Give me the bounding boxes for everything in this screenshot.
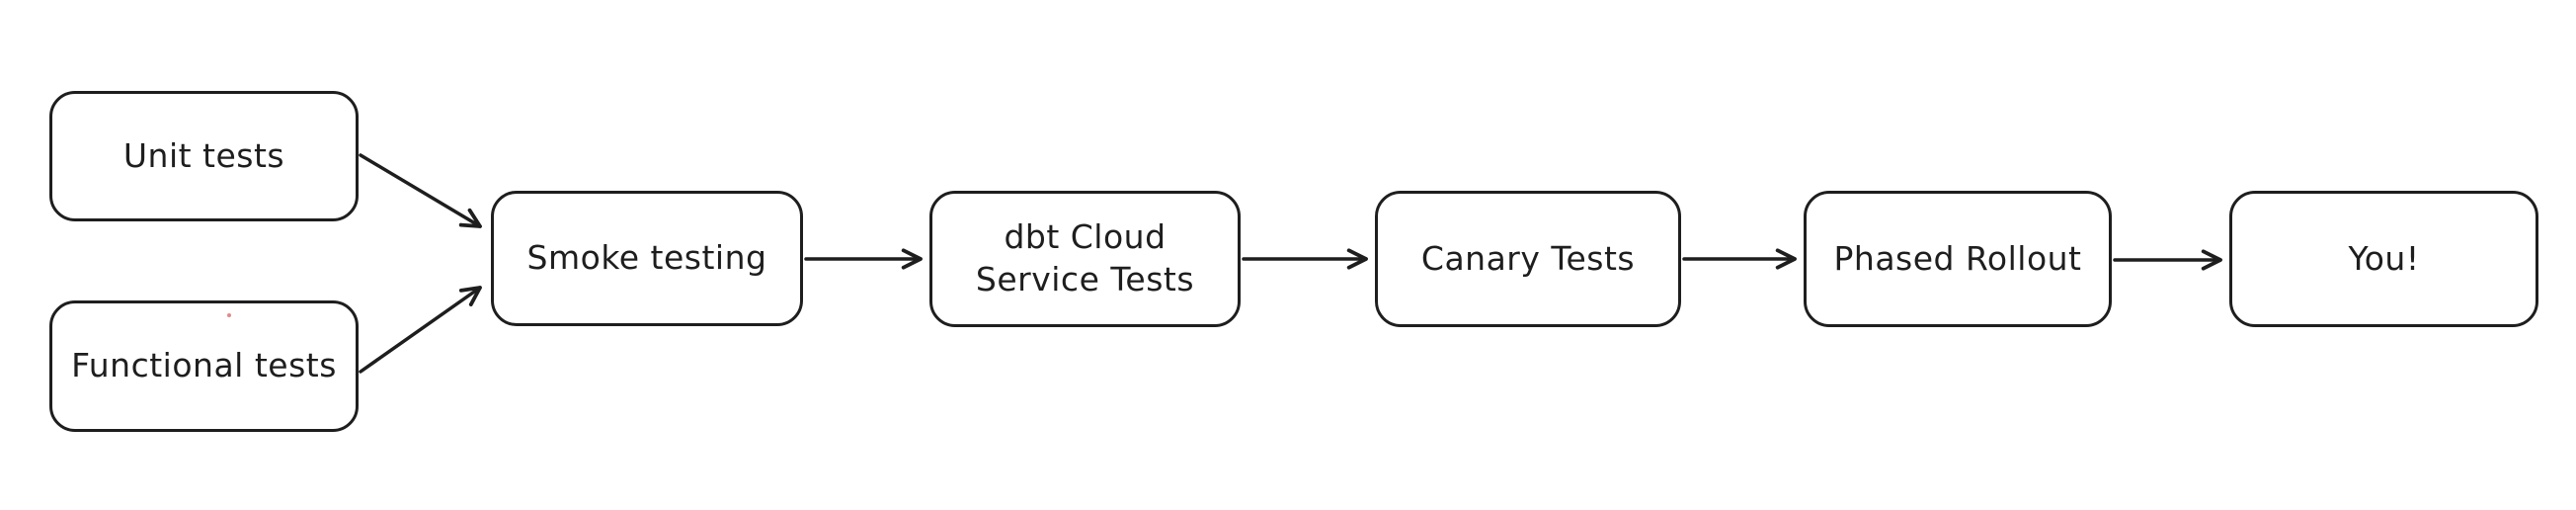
- node-dbt-cloud-service-tests-label: dbt Cloud Service Tests: [975, 217, 1195, 298]
- stray-red-dot: [227, 313, 231, 317]
- node-dbt-cloud-service-tests[interactable]: dbt Cloud Service Tests: [929, 191, 1241, 327]
- node-you-label: You!: [2348, 238, 2420, 278]
- node-functional-tests-label: Functional tests: [71, 346, 337, 385]
- node-smoke-testing-label: Smoke testing: [526, 238, 767, 278]
- node-unit-tests-label: Unit tests: [122, 135, 285, 175]
- edge-unit-tests-to-smoke-testing[interactable]: [359, 153, 482, 228]
- node-unit-tests[interactable]: Unit tests: [49, 91, 359, 221]
- node-smoke-testing[interactable]: Smoke testing: [491, 191, 803, 326]
- edge-functional-tests-to-smoke-testing[interactable]: [359, 286, 482, 374]
- node-canary-tests[interactable]: Canary Tests: [1375, 191, 1681, 327]
- node-phased-rollout-label: Phased Rollout: [1833, 238, 2082, 278]
- node-canary-tests-label: Canary Tests: [1420, 238, 1636, 278]
- node-you[interactable]: You!: [2229, 191, 2538, 327]
- node-functional-tests[interactable]: Functional tests: [49, 300, 359, 432]
- node-phased-rollout[interactable]: Phased Rollout: [1804, 191, 2112, 327]
